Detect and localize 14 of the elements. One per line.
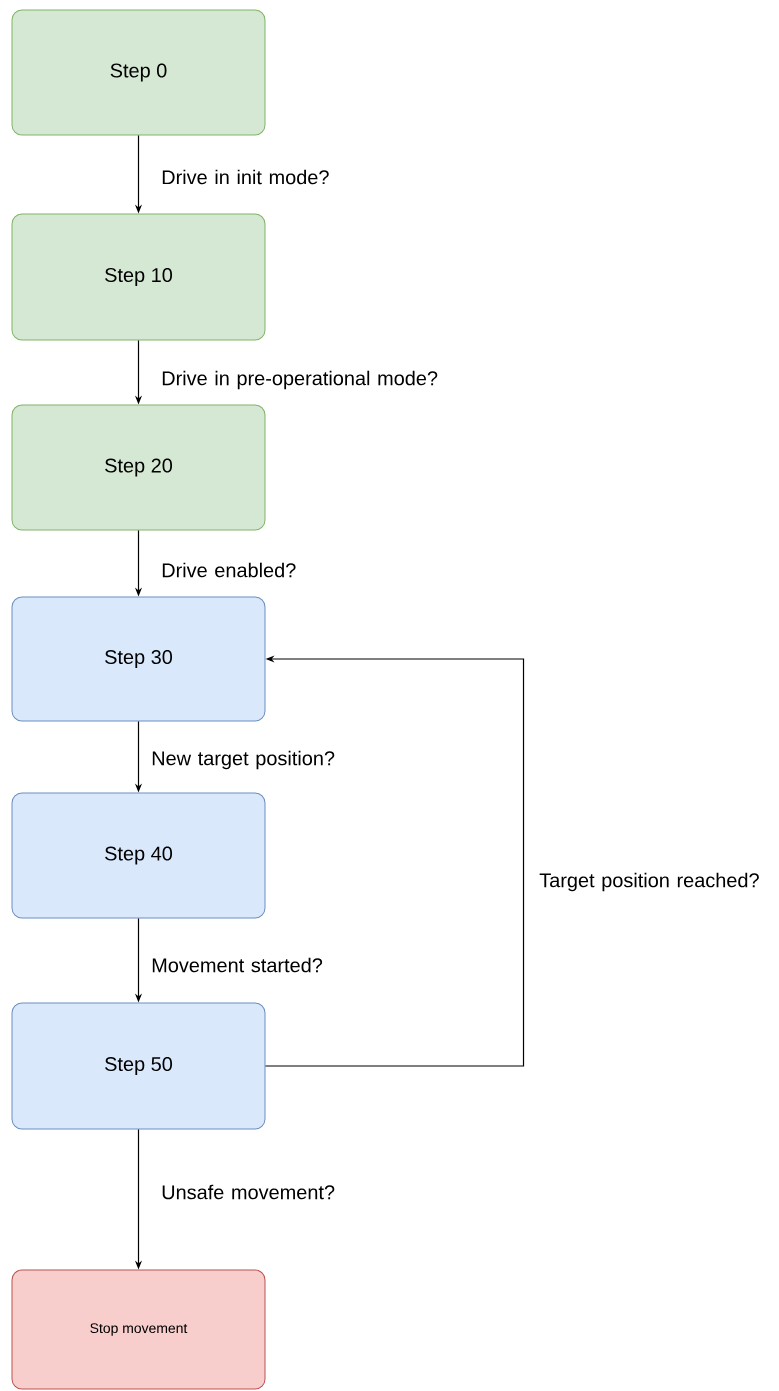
edge-label: Unsafe movement? [162, 1184, 335, 1200]
edge-label: Movement started? [152, 957, 323, 973]
step-box: Stop movement [11, 1269, 266, 1390]
edge-label: Drive in init mode? [162, 169, 329, 185]
step-box: Step 40 [11, 792, 266, 919]
step-box: Step 10 [11, 213, 266, 341]
edge-label: Drive enabled? [162, 562, 296, 578]
edge-label: New target position? [152, 750, 335, 770]
step-box: Step 20 [11, 404, 266, 531]
edge-label: Drive in pre-operational mode? [162, 370, 438, 390]
step-box: Step 50 [11, 1002, 266, 1130]
step-box: Step 30 [11, 596, 266, 722]
edge-label: Target position reached? [539, 872, 759, 892]
step-box: Step 0 [11, 9, 266, 136]
